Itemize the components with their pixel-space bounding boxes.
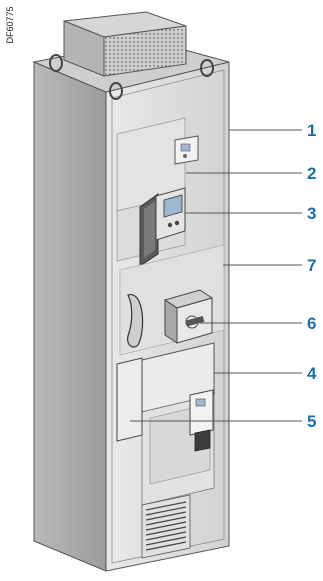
bottom-ventilation-grille (142, 495, 190, 558)
lower-compartment (142, 343, 214, 505)
callout-4: 4 (307, 364, 317, 383)
callout-7: 7 (307, 256, 316, 275)
document-id: DF60775 (5, 5, 15, 45)
callout-3: 3 (307, 204, 316, 223)
callout-5: 5 (307, 412, 316, 431)
side-cable-cover (117, 358, 142, 441)
callout-2: 2 (307, 164, 316, 183)
cabinet-side-panel (34, 62, 106, 571)
disconnect-switch (165, 290, 212, 343)
drive-terminal (175, 136, 198, 164)
callout-1: 1 (307, 121, 316, 140)
roof-ventilation-box (64, 12, 186, 76)
callout-6: 6 (307, 314, 316, 333)
